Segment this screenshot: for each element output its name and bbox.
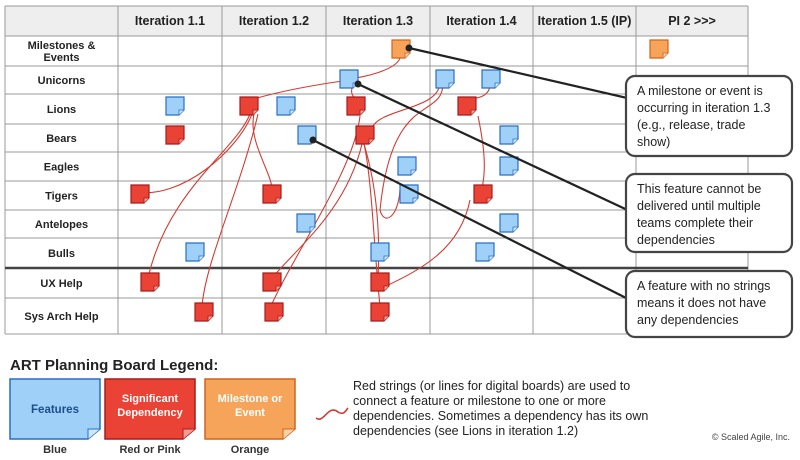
dependency-card bbox=[370, 302, 390, 322]
dependency-string bbox=[252, 113, 273, 189]
feature-card bbox=[165, 96, 185, 116]
legend-item-milestone: Milestone or Event Orange bbox=[203, 377, 303, 460]
dependency-string bbox=[381, 199, 471, 289]
row-label: Bulls bbox=[48, 248, 75, 260]
dependency-card bbox=[239, 96, 259, 116]
legend-dependency-label-2: Dependency bbox=[117, 407, 183, 419]
callout-box: This feature cannot be delivered until mu… bbox=[624, 172, 794, 254]
callout-text: means it does not have bbox=[637, 296, 766, 310]
planning-board: Iteration 1.1 Iteration 1.2 Iteration 1.3 I… bbox=[4, 5, 794, 339]
column-header: Iteration 1.4 bbox=[446, 14, 516, 28]
row-label: Events bbox=[43, 52, 79, 64]
row-label: Lions bbox=[47, 104, 76, 116]
feature-card bbox=[185, 242, 205, 262]
legend-milestone-label-2: Event bbox=[235, 407, 265, 419]
dependency-string bbox=[269, 115, 361, 309]
copyright: © Scaled Agile, Inc. bbox=[711, 432, 790, 442]
column-header: Iteration 1.5 (IP) bbox=[538, 14, 632, 28]
feature-card bbox=[276, 96, 296, 116]
dependency-string bbox=[147, 113, 251, 279]
legend-dependency-label-1: Significant bbox=[122, 393, 179, 405]
column-header: PI 2 >>> bbox=[668, 14, 716, 28]
feature-card bbox=[370, 242, 390, 262]
dependency-card bbox=[165, 125, 185, 145]
row-label: Antelopes bbox=[35, 219, 88, 231]
dependency-card bbox=[355, 125, 375, 145]
legend-title: ART Planning Board Legend: bbox=[10, 357, 219, 374]
board-cards bbox=[130, 39, 669, 322]
legend-string-sample bbox=[315, 407, 349, 420]
feature-card bbox=[481, 69, 501, 89]
callout-text: teams complete their bbox=[637, 216, 753, 230]
dependency-strings bbox=[133, 57, 491, 309]
legend-item-feature: Features Blue bbox=[8, 377, 108, 460]
dependency-card bbox=[194, 302, 214, 322]
dependency-card bbox=[262, 184, 282, 204]
dependency-card bbox=[346, 96, 366, 116]
legend-milestone-label-1: Milestone or bbox=[218, 393, 284, 405]
legend-feature-card: Features Blue bbox=[9, 378, 101, 456]
dependency-string bbox=[133, 113, 253, 194]
legend-note: Red strings (or lines for digital boards… bbox=[353, 379, 649, 438]
dependency-card bbox=[262, 272, 282, 292]
callout-text: any dependencies bbox=[637, 313, 738, 327]
row-label: UX Help bbox=[40, 278, 82, 290]
dependency-card bbox=[140, 272, 160, 292]
callout-box: A feature with no strings means it does n… bbox=[624, 269, 794, 339]
column-header: Iteration 1.2 bbox=[239, 14, 309, 28]
callout-text: A feature with no strings bbox=[637, 279, 770, 293]
callout-text: delivered until multiple bbox=[637, 199, 761, 213]
dependency-string bbox=[271, 143, 363, 279]
callout-text: show) bbox=[637, 135, 670, 149]
callout-pointer bbox=[309, 136, 637, 304]
row-label: Sys Arch Help bbox=[24, 311, 98, 323]
callout-pointer bbox=[405, 44, 637, 102]
feature-card bbox=[435, 69, 455, 89]
callout-text: (e.g., release, trade bbox=[637, 118, 745, 132]
callout-text: occurring in iteration 1.3 bbox=[637, 101, 770, 115]
legend-feature-caption: Blue bbox=[43, 444, 67, 455]
milestone-card bbox=[391, 39, 411, 59]
legend-feature-label: Features bbox=[31, 404, 79, 416]
dependency-card bbox=[473, 184, 493, 204]
column-header: Iteration 1.3 bbox=[343, 14, 413, 28]
feature-card bbox=[475, 242, 495, 262]
dependency-string bbox=[351, 57, 401, 79]
dependency-card bbox=[130, 184, 150, 204]
callout-text: A milestone or event is bbox=[637, 84, 763, 98]
legend-dependency-card: Significant Dependency Red or Pink bbox=[104, 378, 196, 456]
dependency-card bbox=[264, 302, 284, 322]
legend-milestone-card: Milestone or Event Orange bbox=[204, 378, 296, 456]
legend-milestone-caption: Orange bbox=[231, 444, 270, 455]
feature-card bbox=[499, 156, 519, 176]
row-label: Unicorns bbox=[38, 75, 86, 87]
row-label: Eagles bbox=[44, 162, 79, 174]
legend-item-dependency: Significant Dependency Red or Pink bbox=[103, 377, 203, 460]
dependency-card bbox=[457, 96, 477, 116]
dependency-string bbox=[477, 115, 485, 189]
board-grid bbox=[4, 5, 749, 335]
dependency-string bbox=[201, 113, 259, 307]
dependency-card bbox=[370, 272, 390, 292]
feature-card bbox=[397, 156, 417, 176]
row-label: Bears bbox=[46, 133, 77, 145]
feature-card bbox=[296, 213, 316, 233]
row-label: Milestones & bbox=[28, 40, 96, 52]
dependency-string bbox=[363, 143, 380, 279]
dependency-string bbox=[379, 83, 444, 219]
legend-dependency-caption: Red or Pink bbox=[119, 444, 181, 455]
callout-text: dependencies bbox=[637, 233, 715, 247]
callout-text: This feature cannot be bbox=[637, 182, 761, 196]
board-labels: Iteration 1.1 Iteration 1.2 Iteration 1.3 I… bbox=[24, 14, 715, 323]
feature-card bbox=[499, 125, 519, 145]
callout-pointer bbox=[354, 80, 637, 215]
dependency-string bbox=[249, 79, 351, 101]
row-label: Tigers bbox=[45, 191, 78, 203]
callout-box: A milestone or event is occurring in iter… bbox=[624, 74, 794, 158]
callout-pointers bbox=[309, 44, 637, 304]
milestone-card bbox=[649, 39, 669, 59]
feature-card bbox=[499, 213, 519, 233]
column-header: Iteration 1.1 bbox=[135, 14, 205, 28]
callouts: A milestone or event is occurring in iter… bbox=[624, 74, 794, 339]
